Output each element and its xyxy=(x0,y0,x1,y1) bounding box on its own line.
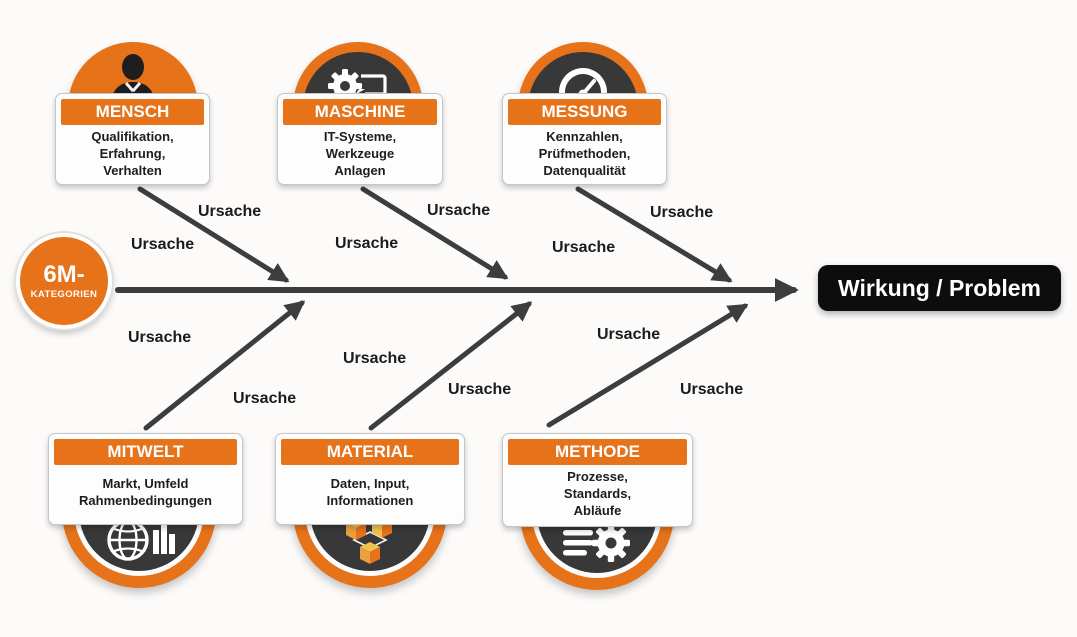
cause-label: Ursache xyxy=(335,235,399,252)
bone-maschine xyxy=(360,186,509,280)
cause-label: Ursache xyxy=(131,236,195,253)
bone-mitwelt xyxy=(143,300,306,431)
cause-label: Ursache xyxy=(597,326,661,343)
hub-subtitle: KATEGORIEN xyxy=(30,288,98,300)
category-title: MASCHINE xyxy=(283,99,437,125)
hub-6m-kategorien: 6M- KATEGORIEN xyxy=(16,233,112,329)
category-details: Prozesse, Standards, Abläufe xyxy=(563,469,632,519)
category-details: IT-Systeme, Werkzeuge Anlagen xyxy=(323,129,397,179)
category-card-mitwelt: MITWELT Markt, Umfeld Rahmenbedingungen xyxy=(48,433,243,525)
category-details: Qualifikation, Erfahrung, Verhalten xyxy=(91,129,174,179)
category-details: Daten, Input, Informationen xyxy=(326,475,414,508)
category-card-messung: MESSUNG Kennzahlen, Prüfmethoden, Datenq… xyxy=(502,93,667,185)
category-title: METHODE xyxy=(508,439,687,465)
cause-label: Ursache xyxy=(198,203,262,220)
category-details: Markt, Umfeld Rahmenbedingungen xyxy=(79,475,212,508)
cause-label: Ursache xyxy=(680,381,744,398)
category-card-material: MATERIAL Daten, Input, Informationen xyxy=(275,433,465,525)
cause-label: Ursache xyxy=(650,204,714,221)
category-card-maschine: MASCHINE IT-Systeme, Werkzeuge Anlagen xyxy=(277,93,443,185)
cause-label: Ursache xyxy=(448,381,512,398)
category-title: MITWELT xyxy=(54,439,237,465)
category-title: MENSCH xyxy=(61,99,204,125)
bone-mensch xyxy=(137,186,290,283)
cubes-icon xyxy=(346,516,392,564)
cause-label: Ursache xyxy=(128,329,192,346)
category-card-methode: METHODE Prozesse, Standards, Abläufe xyxy=(502,433,693,527)
cause-label: Ursache xyxy=(552,239,616,256)
category-card-mensch: MENSCH Qualifikation, Erfahrung, Verhalt… xyxy=(55,93,210,185)
hub-title: 6M- xyxy=(43,260,85,288)
bone-messung xyxy=(575,186,733,283)
category-title: MATERIAL xyxy=(281,439,459,465)
bone-methode xyxy=(546,303,749,428)
bone-material xyxy=(368,301,533,431)
list-gear-icon xyxy=(563,524,630,562)
category-details: Kennzahlen, Prüfmethoden, Datenqualität xyxy=(538,129,631,179)
category-title: MESSUNG xyxy=(508,99,661,125)
effect-problem-box: Wirkung / Problem xyxy=(818,265,1061,311)
cause-label: Ursache xyxy=(233,390,297,407)
cause-label: Ursache xyxy=(343,350,407,367)
cause-label: Ursache xyxy=(427,202,491,219)
